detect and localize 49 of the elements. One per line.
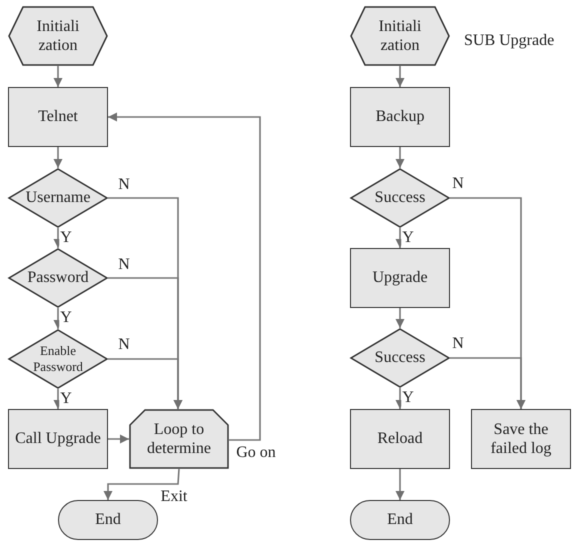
node-text: Success [374,188,426,208]
loop-limit-box [129,409,229,469]
arrow [108,112,261,441]
edge-label: Y [59,309,73,327]
node-text: Telnet [37,107,79,127]
node-text: End [94,510,122,530]
preparation-hexagon [8,6,108,66]
node-text: Username [24,188,92,208]
node-text: Backup [374,107,426,127]
process-box [8,409,108,469]
arrow [396,66,404,87]
side-label: SUB Upgrade [464,32,554,50]
edge-label: Y [401,389,415,407]
node-text: End [386,510,414,530]
node-text: Password [26,268,90,288]
decision-diamond [350,168,450,228]
node-text: Reload [376,429,424,449]
process-box [471,409,571,469]
node-text: Initiali zation [36,16,80,56]
arrow [108,358,182,409]
arrow [396,308,404,328]
node-text: Success [374,348,426,368]
node-text: Save the failed log [490,420,552,458]
terminal-pill [350,500,450,540]
arrow [396,469,404,500]
terminal-pill [58,500,158,540]
decision-diamond [350,328,450,388]
arrow [450,357,526,409]
process-box [350,409,450,469]
arrow [54,66,62,87]
node-text: Loop to determine [146,420,212,458]
preparation-hexagon [350,6,450,66]
node-text: Initiali zation [378,16,422,56]
process-box [350,87,450,147]
edge-label: Y [401,229,415,247]
decision-diamond [8,168,108,228]
arrow [108,434,129,444]
process-box [8,87,108,147]
node-text: Call Upgrade [14,429,102,449]
edge-label: Y [59,229,73,247]
edge-label: Y [59,390,73,408]
decision-diamond [8,329,108,389]
node-text: Enable Password [32,343,84,375]
node-text: Upgrade [371,268,429,288]
arrow [104,468,180,500]
arrow [396,147,404,168]
decision-diamond [8,248,108,308]
arrow [54,147,62,168]
process-box [350,248,450,308]
